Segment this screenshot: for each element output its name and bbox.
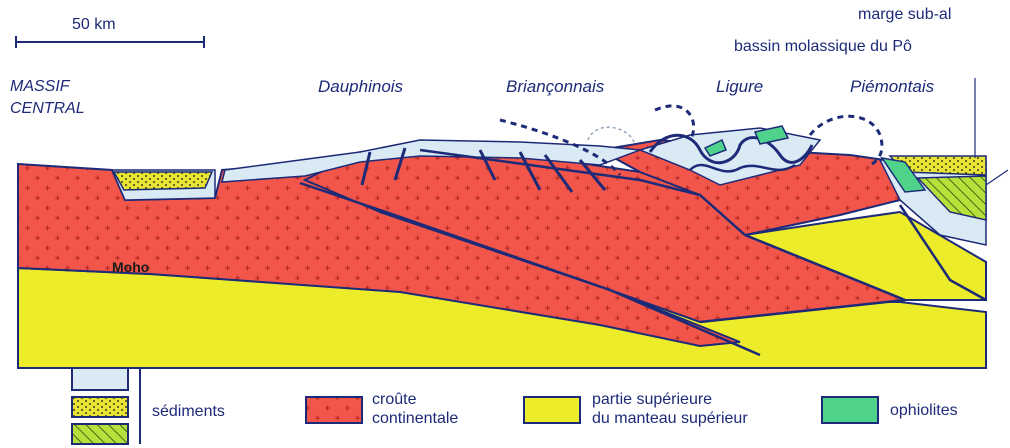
legend-swatch-ophiolites [822, 397, 878, 423]
region-piemontais: Piémontais [850, 77, 934, 97]
annotation-moho: Moho [112, 259, 149, 275]
legend-label-ophiolites: ophiolites [890, 401, 958, 420]
annotation-marge: marge sub-al [858, 6, 951, 24]
region-brianconnais: Briançonnais [506, 77, 604, 97]
legend-swatch-sediment-plain [72, 368, 128, 390]
eroded-profile-4 [588, 127, 635, 145]
legend-swatch-sediment-hatched [72, 424, 128, 444]
sediment-basin-dotted [114, 172, 212, 190]
region-dauphinois: Dauphinois [318, 77, 403, 97]
legend-label-croute: croûte continentale [372, 390, 458, 428]
region-ligure: Ligure [716, 77, 763, 97]
legend-label-sediments: sédiments [152, 402, 225, 421]
legend-swatch-mantle [524, 397, 580, 423]
legend-label-manteau: partie supérieure du manteau supérieur [592, 390, 748, 428]
scale-bar-label: 50 km [72, 16, 116, 34]
region-massif-central: MASSIF CENTRAL [10, 76, 85, 120]
legend-swatch-sediment-dotted [72, 397, 128, 417]
annotation-bassin: bassin molassique du Pô [734, 38, 912, 56]
marge-leader-line [986, 170, 1008, 185]
scale-bar [16, 36, 204, 48]
legend-swatch-crust [306, 397, 362, 423]
